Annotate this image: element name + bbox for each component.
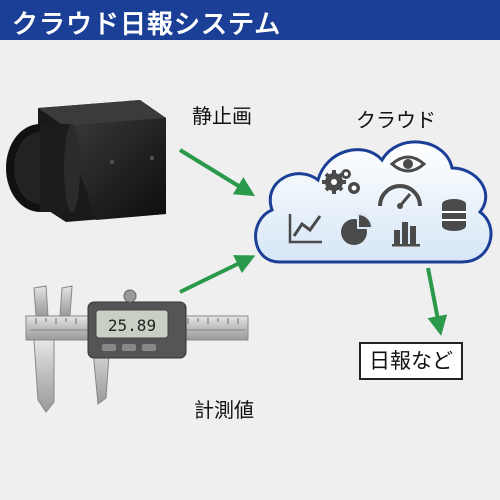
caliper-image: 25.89 xyxy=(25,285,249,413)
arrow-camera-to-cloud xyxy=(178,148,256,197)
arrow-cloud-to-output xyxy=(426,267,448,336)
gauge-icon xyxy=(378,184,422,209)
header-bar: クラウド日報システム xyxy=(0,0,500,40)
daily-report-label: 日報など xyxy=(369,349,453,373)
still-image-label: 静止画 xyxy=(192,104,252,128)
line-chart-icon xyxy=(288,214,322,244)
cloud-label: クラウド xyxy=(356,108,436,132)
eye-icon xyxy=(389,155,427,173)
pie-chart-icon xyxy=(341,212,374,245)
daily-report-box: 日報など xyxy=(359,342,463,380)
arrow-caliper-to-cloud xyxy=(179,255,256,294)
cloud-shape xyxy=(254,140,493,264)
camera-image xyxy=(6,100,166,222)
measurement-label: 計測値 xyxy=(194,398,254,422)
caliper-lcd-reading: 25.89 xyxy=(108,316,156,335)
database-icon xyxy=(442,199,466,231)
bar-chart-icon xyxy=(392,222,420,247)
gears-icon xyxy=(322,169,360,194)
page-title: クラウド日報システム xyxy=(12,10,282,40)
